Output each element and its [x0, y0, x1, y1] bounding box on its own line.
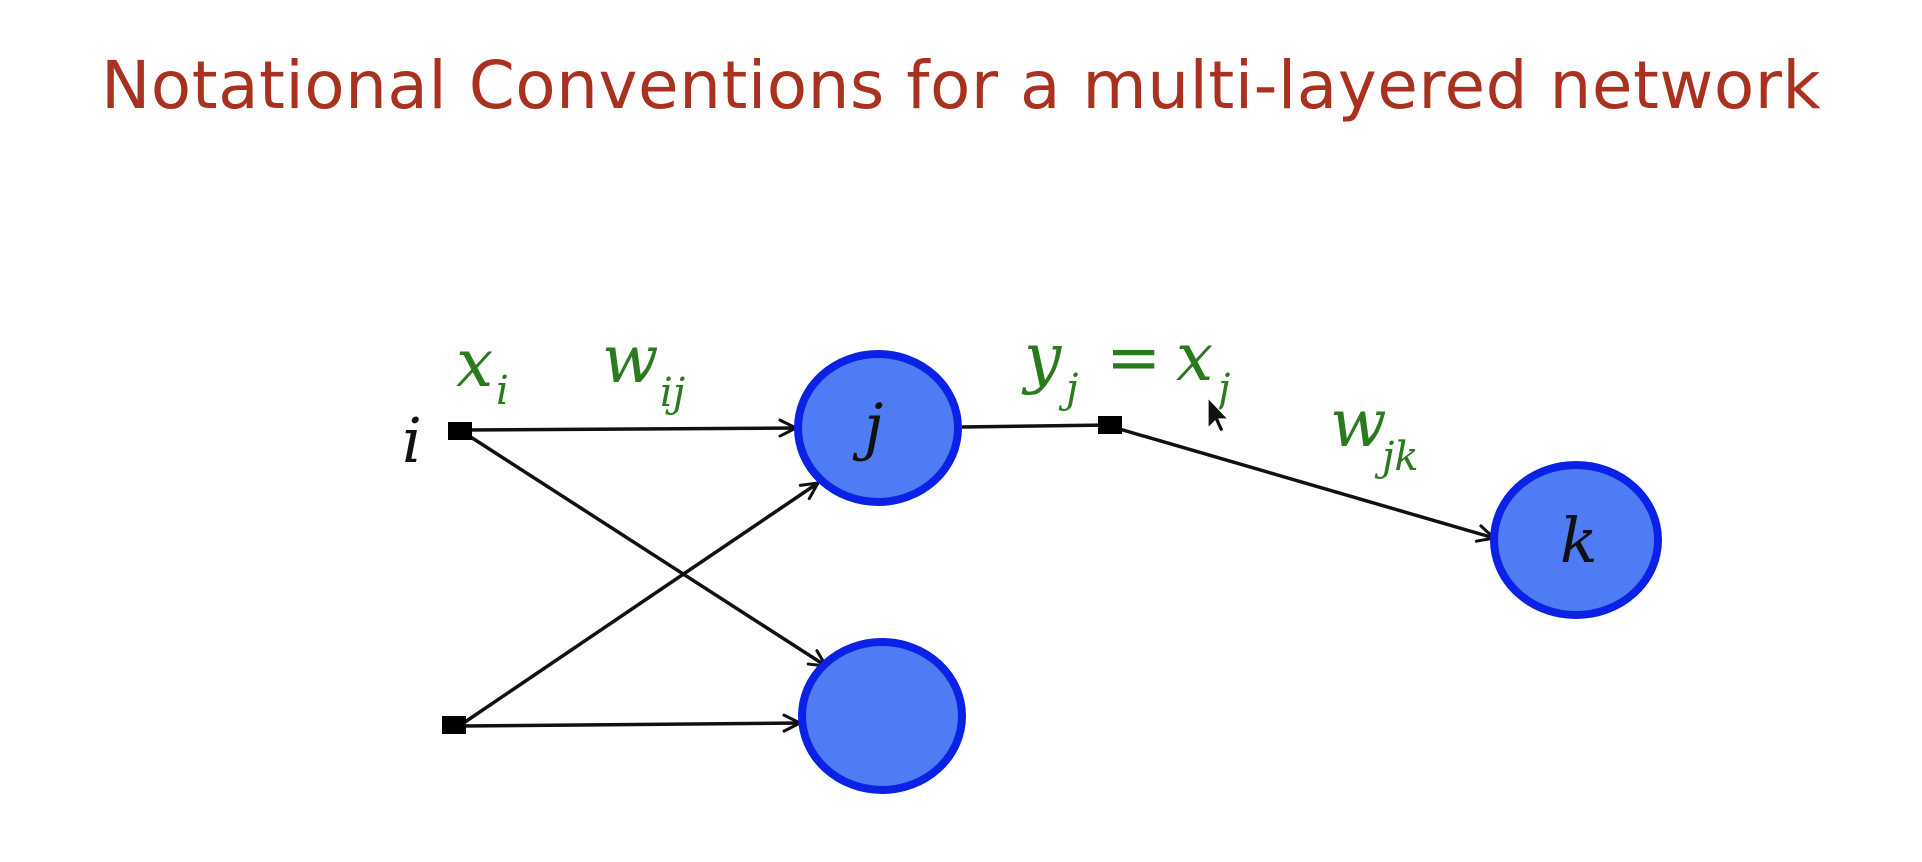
- label-w-jk: w jk: [1330, 385, 1419, 480]
- label-x-j-base: x: [1176, 319, 1213, 396]
- edge-lower-input-to-j: [461, 481, 820, 726]
- label-w-jk-base: w: [1330, 385, 1387, 462]
- neuron-k: [1490, 461, 1662, 619]
- label-w-jk-subscript: jk: [1374, 434, 1419, 480]
- label-y-j-base: y: [1021, 319, 1062, 396]
- label-y-j-equals-x-j: y j = x j: [1021, 319, 1230, 412]
- label-x-i: x i: [456, 325, 509, 414]
- edge-i-to-j: [465, 418, 798, 438]
- mouse-pointer-icon: [1207, 396, 1230, 433]
- edge-i-to-lower-node: [465, 432, 828, 668]
- edge-j-to-k: [1115, 426, 1496, 543]
- label-equals: =: [1106, 319, 1161, 396]
- label-x-i-base: x: [456, 325, 493, 402]
- label-w-ij-base: w: [602, 321, 659, 398]
- input-node-i: [448, 422, 472, 440]
- label-w-ij: w ij: [602, 321, 685, 416]
- hidden-output-square: [1098, 416, 1122, 434]
- input-label-i: i: [402, 404, 422, 477]
- slide-title: Notational Conventions for a multi-layer…: [100, 47, 1822, 124]
- neuron-j: [794, 350, 962, 506]
- neuron-lower: [798, 638, 966, 794]
- label-x-i-subscript: i: [496, 368, 509, 414]
- neuron-label-k: k: [1560, 504, 1598, 577]
- input-node-lower: [442, 716, 466, 734]
- edge-j-output: [961, 423, 1111, 429]
- edge-lower-input-to-lower-node: [461, 713, 802, 733]
- label-w-ij-subscript: ij: [660, 370, 685, 416]
